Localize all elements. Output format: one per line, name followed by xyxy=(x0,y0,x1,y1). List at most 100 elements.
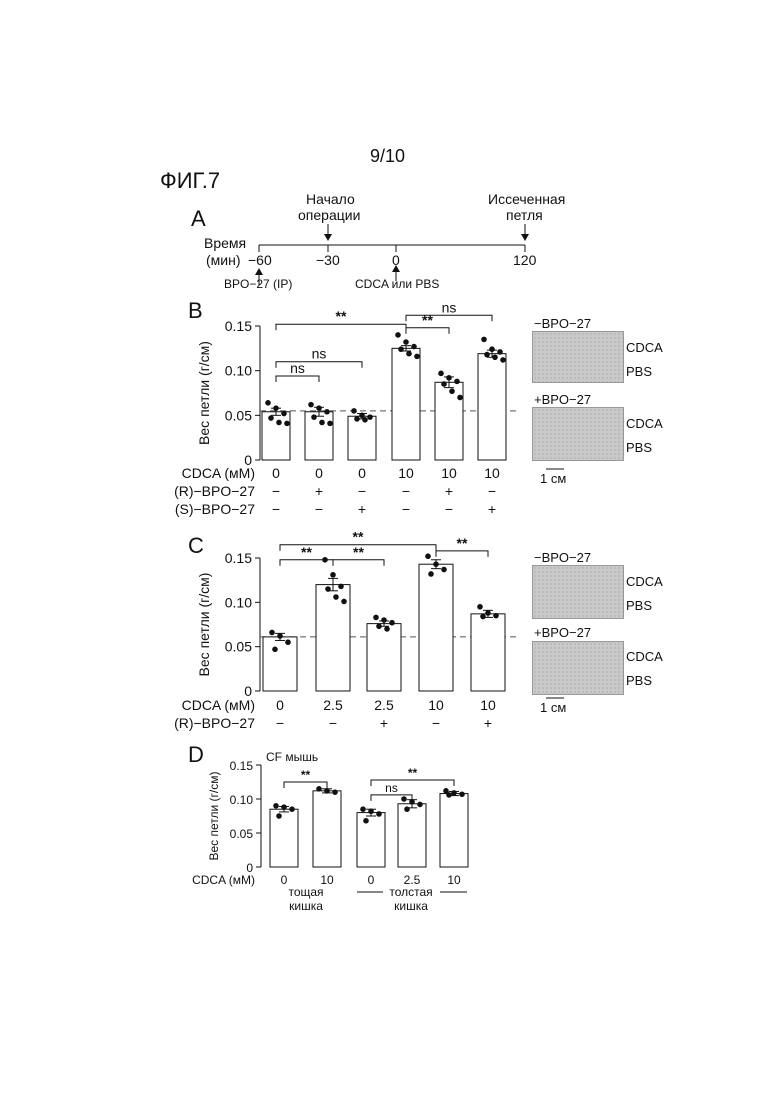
condition-label: (R)−BPO−27 xyxy=(174,483,255,499)
condition-value: − xyxy=(488,483,496,499)
event-start-op-line1: Начало xyxy=(306,191,355,207)
photo-label-plus: +BPO−27 xyxy=(534,625,591,640)
y-tick-label: 0.15 xyxy=(225,318,252,334)
significance-bracket xyxy=(406,315,492,321)
bpo-ip-label: BPO−27 (IP) xyxy=(224,277,292,291)
significance-label: ** xyxy=(301,768,311,782)
data-point xyxy=(441,567,447,573)
data-point xyxy=(308,402,314,408)
data-point xyxy=(330,572,336,578)
data-point xyxy=(417,802,423,808)
condition-value: + xyxy=(488,501,496,517)
photo-label-pbs: PBS xyxy=(626,598,652,613)
event-excised-line2: петля xyxy=(506,207,543,223)
y-axis-label: Вес петли (г/см) xyxy=(196,341,212,445)
data-point xyxy=(457,395,463,401)
y-tick-label: 0.05 xyxy=(230,827,254,841)
data-point xyxy=(325,586,331,592)
data-point xyxy=(272,647,278,653)
bar xyxy=(440,794,468,867)
data-point xyxy=(398,346,404,352)
data-point xyxy=(281,411,287,417)
data-point xyxy=(403,339,409,345)
significance-bracket xyxy=(276,362,362,368)
data-point xyxy=(480,614,486,620)
data-point xyxy=(324,788,330,794)
significance-label: ** xyxy=(422,312,433,328)
data-point xyxy=(425,553,431,559)
condition-label: (R)−BPO−27 xyxy=(174,715,255,731)
photo-label-minus: −BPO−27 xyxy=(534,550,591,565)
condition-value: 2.5 xyxy=(374,697,394,713)
significance-bracket xyxy=(436,551,488,557)
bar xyxy=(419,564,453,691)
data-point xyxy=(265,400,271,406)
bar xyxy=(392,348,420,460)
condition-value: + xyxy=(380,715,388,731)
data-point xyxy=(406,351,412,357)
condition-value: − xyxy=(272,483,280,499)
condition-value: 2.5 xyxy=(323,697,343,713)
data-point xyxy=(354,416,360,422)
data-point xyxy=(360,806,366,812)
significance-bracket xyxy=(284,782,327,788)
photo-c-minus xyxy=(532,565,624,619)
condition-value: − xyxy=(432,715,440,731)
bar xyxy=(357,813,385,867)
data-point xyxy=(273,405,279,411)
bar xyxy=(435,382,463,460)
photo-label-minus: −BPO−27 xyxy=(534,316,591,331)
condition-value: + xyxy=(315,483,323,499)
y-tick-label: 0.05 xyxy=(225,639,252,655)
scale-bar-label: 1 см xyxy=(540,700,566,715)
data-point xyxy=(368,808,374,814)
significance-bracket xyxy=(280,545,436,551)
significance-label: ns xyxy=(385,781,398,795)
data-point xyxy=(409,799,415,805)
significance-label: ** xyxy=(353,529,364,545)
data-point xyxy=(438,371,444,377)
data-point xyxy=(404,806,410,812)
bar xyxy=(367,624,401,691)
condition-label: (S)−BPO−27 xyxy=(175,501,255,517)
condition-value: 0 xyxy=(315,465,323,481)
group-label: толстая xyxy=(389,885,432,899)
significance-bracket xyxy=(276,324,406,330)
data-point xyxy=(414,354,420,360)
bar xyxy=(263,637,297,691)
significance-bracket xyxy=(276,376,319,382)
data-point xyxy=(332,789,338,795)
arrow-head-icon xyxy=(255,268,263,275)
data-point xyxy=(327,421,333,427)
data-point xyxy=(324,409,330,415)
condition-value: − xyxy=(329,715,337,731)
bar xyxy=(270,809,298,867)
data-point xyxy=(289,806,295,812)
data-point xyxy=(338,584,344,590)
bar xyxy=(348,416,376,460)
data-point xyxy=(484,352,490,358)
significance-label: ns xyxy=(312,346,327,362)
data-point xyxy=(373,615,379,621)
data-point xyxy=(449,388,455,394)
bar xyxy=(305,412,333,460)
data-point xyxy=(269,630,275,636)
data-point xyxy=(376,811,382,817)
data-point xyxy=(359,413,365,419)
bar xyxy=(478,354,506,460)
y-axis-label: Вес петли (г/см) xyxy=(196,573,212,677)
y-axis-label: Вес петли (г/см) xyxy=(207,771,221,860)
data-point xyxy=(489,346,495,352)
data-point xyxy=(481,337,487,343)
data-point xyxy=(281,804,287,810)
significance-bracket xyxy=(333,560,384,566)
condition-value: + xyxy=(445,483,453,499)
data-point xyxy=(285,639,291,645)
condition-label: CDCA (мМ) xyxy=(182,697,255,713)
significance-bracket xyxy=(371,780,454,786)
y-tick-label: 0.10 xyxy=(230,793,254,807)
data-point xyxy=(322,557,328,563)
condition-value: 0 xyxy=(276,697,284,713)
figure-title: ФИГ.7 xyxy=(160,168,220,194)
condition-value: 10 xyxy=(484,465,500,481)
